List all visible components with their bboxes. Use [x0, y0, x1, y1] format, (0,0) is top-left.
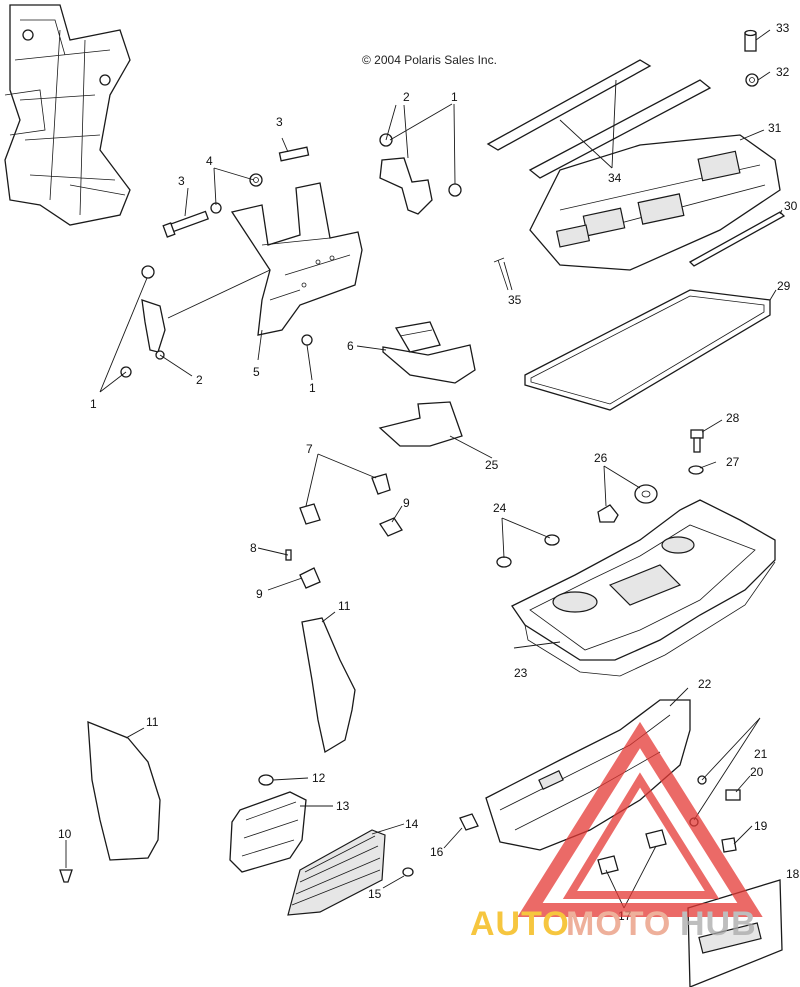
- callout-19: 19: [754, 819, 768, 833]
- callout-6: 6: [347, 339, 354, 353]
- grommet-26-a: [597, 504, 619, 523]
- clip-9-a: [379, 517, 403, 537]
- callout-3: 3: [178, 174, 185, 188]
- callout-9: 9: [403, 496, 410, 510]
- clip-17-b: [645, 829, 667, 849]
- callout-1: 1: [90, 397, 97, 411]
- callout-31: 31: [768, 121, 782, 135]
- spacer-33: [744, 29, 757, 52]
- callout-12: 12: [312, 771, 326, 785]
- side-panel-11-left: [87, 721, 161, 861]
- callout-30: 30: [784, 199, 798, 213]
- nut-12: [258, 774, 274, 786]
- bolt-3-upper: [278, 146, 310, 162]
- callout-2: 2: [196, 373, 203, 387]
- callout-23: 23: [514, 666, 528, 680]
- screw-19: [721, 837, 737, 853]
- strip-30: [688, 211, 786, 267]
- callout-8: 8: [250, 541, 257, 555]
- callout-35: 35: [508, 293, 522, 307]
- watermark-text-auto: AUTO: [470, 905, 570, 943]
- callout-28: 28: [726, 411, 740, 425]
- callout-29: 29: [777, 279, 791, 293]
- seal-29: [524, 289, 771, 411]
- bolt-1-mid: [301, 334, 313, 346]
- callout-5: 5: [253, 365, 260, 379]
- screw-35: [493, 257, 509, 291]
- callout-22: 22: [698, 677, 712, 691]
- side-panel-11-right: [301, 617, 356, 754]
- clip-24-b: [496, 556, 512, 568]
- clip-9-b: [299, 567, 321, 589]
- callout-16: 16: [430, 845, 444, 859]
- clamp-7-b: [299, 503, 321, 525]
- callout-11: 11: [338, 599, 351, 613]
- callout-32: 32: [776, 65, 790, 79]
- callout-1: 1: [451, 90, 458, 104]
- nut-32: [745, 73, 759, 87]
- rivet-10: [59, 869, 73, 883]
- reflector-16: [459, 813, 479, 831]
- clip-17-a: [597, 855, 619, 875]
- callout-18: 18: [786, 867, 800, 881]
- module-6: [382, 321, 476, 384]
- watermark-text-hub: HUB: [680, 905, 757, 943]
- watermark-text-moto: MOTO: [566, 905, 671, 943]
- grille-frame-13: [229, 791, 307, 873]
- bolt-28: [690, 429, 704, 453]
- callout-11: 11: [146, 715, 159, 729]
- clip-27: [688, 465, 704, 475]
- callout-14: 14: [405, 817, 419, 831]
- mesh-14: [287, 829, 386, 916]
- callout-3: 3: [276, 115, 283, 129]
- screw-15: [402, 867, 414, 877]
- callout-4: 4: [206, 154, 213, 168]
- rivet-8: [285, 549, 292, 561]
- bolt-20: [725, 789, 741, 801]
- callout-7: 7: [306, 442, 313, 456]
- callout-26: 26: [594, 451, 608, 465]
- front-bracket-5: [230, 182, 363, 336]
- copyright-text: © 2004 Polaris Sales Inc.: [362, 53, 497, 67]
- clamp-7-a: [371, 473, 391, 495]
- leader-lines: [65, 29, 783, 909]
- callout-34: 34: [608, 171, 622, 185]
- storage-tub-23: [511, 499, 776, 677]
- bracket-2-left: [120, 265, 166, 378]
- frame-assembly: [4, 4, 131, 226]
- gasket-25: [378, 401, 463, 447]
- grommet-26-b: [634, 484, 658, 504]
- cover-31: [529, 134, 781, 271]
- callout-20: 20: [750, 765, 764, 779]
- callout-2: 2: [403, 90, 410, 104]
- callout-25: 25: [485, 458, 499, 472]
- bracket-2-top: [379, 133, 462, 215]
- callout-33: 33: [776, 21, 790, 35]
- callout-1: 1: [309, 381, 316, 395]
- callout-21: 21: [754, 747, 768, 761]
- callout-10: 10: [58, 827, 72, 841]
- callout-13: 13: [336, 799, 350, 813]
- rail-34-b: [528, 79, 712, 179]
- callout-27: 27: [726, 455, 740, 469]
- callout-15: 15: [368, 887, 382, 901]
- callout-24: 24: [493, 501, 507, 515]
- watermark-triangle: [517, 721, 763, 917]
- bolt-3-left: [162, 210, 209, 238]
- callout-9: 9: [256, 587, 263, 601]
- rail-34-a: [486, 59, 652, 151]
- watermark-logo: AUTO MOTO HUB: [470, 721, 763, 943]
- nut-4: [249, 173, 263, 187]
